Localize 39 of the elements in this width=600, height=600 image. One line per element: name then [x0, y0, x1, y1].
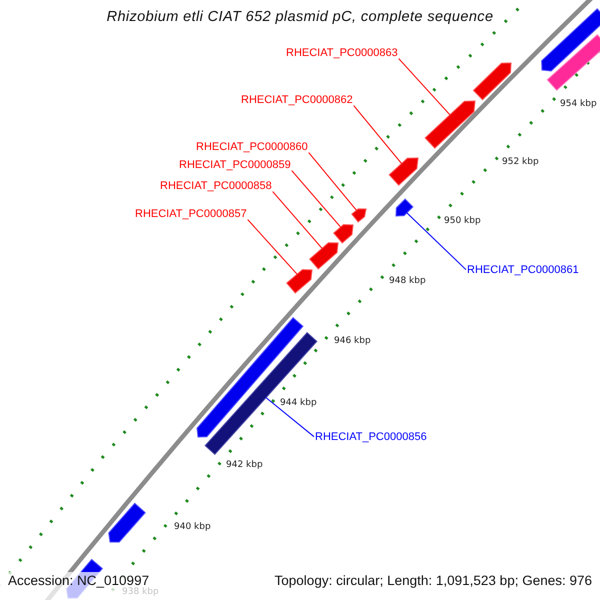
leader-line — [247, 219, 298, 275]
leader-line — [266, 397, 314, 438]
scale-label: 938 kbp — [122, 587, 159, 598]
gene-bar — [472, 62, 512, 100]
leader-line — [308, 152, 357, 211]
scale-label: 942 kbp — [226, 460, 263, 470]
gene-bar — [333, 224, 354, 244]
title: Rhizobium etli CIAT 652 plasmid pC, complete sequence — [106, 9, 494, 26]
gene-label: RHECIAT_PC0000857 — [135, 208, 247, 221]
gene-label: RHECIAT_PC0000858 — [160, 180, 272, 193]
gene-label: RHECIAT_PC0000862 — [241, 94, 353, 107]
gene-label: RHECIAT_PC0000863 — [286, 47, 398, 60]
leader-line — [291, 170, 342, 228]
leader-line — [272, 191, 322, 249]
scale-label: 954 kbp — [560, 99, 597, 110]
gene-label: RHECIAT_PC0000860 — [196, 141, 308, 154]
gene-bar — [395, 198, 414, 217]
gene-bar — [388, 157, 419, 186]
gene-bar — [309, 242, 339, 270]
gene-bar — [286, 269, 313, 294]
gene-bar — [108, 502, 146, 543]
scale-label: 940 kbp — [174, 522, 211, 532]
scale-label: 946 kbp — [334, 336, 371, 346]
leader-line — [406, 212, 466, 270]
gene-label: RHECIAT_PC0000861 — [467, 264, 579, 277]
leader-line — [353, 105, 402, 164]
accession-label: Accession: NC_010997 — [8, 573, 150, 588]
scale-label: 948 kbp — [389, 276, 426, 286]
topology-label: Topology: circular; Length: 1,091,523 bp; Genes: 976 — [274, 573, 592, 589]
gene-bar — [424, 100, 476, 149]
scale-label: 944 kbp — [280, 398, 317, 408]
scale-label: 950 kbp — [444, 216, 481, 226]
leader-line — [398, 58, 450, 116]
gene-bar — [351, 208, 367, 223]
gene-bar — [546, 34, 600, 91]
gene-label: RHECIAT_PC0000856 — [315, 431, 427, 444]
gene-label: RHECIAT_PC0000859 — [179, 159, 291, 172]
gene-bar — [541, 8, 600, 72]
scale-label: 952 kbp — [502, 157, 539, 168]
